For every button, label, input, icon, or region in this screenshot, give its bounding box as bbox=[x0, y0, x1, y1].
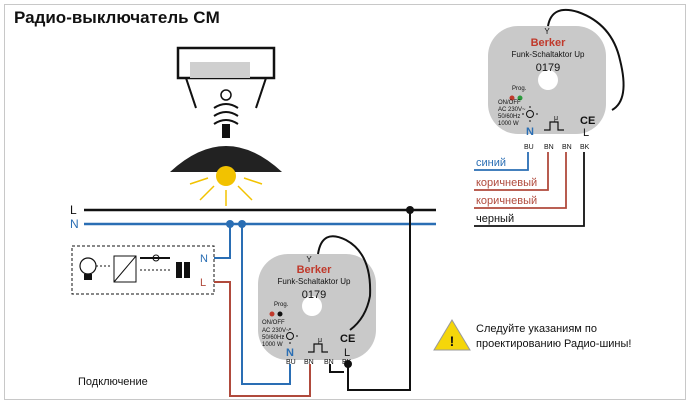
svg-text:Y: Y bbox=[544, 27, 550, 36]
svg-text:BK: BK bbox=[342, 359, 352, 366]
svg-text:Prog.: Prog. bbox=[512, 86, 527, 92]
svg-text:ON/OFF: ON/OFF bbox=[262, 320, 285, 326]
svg-text:L: L bbox=[344, 347, 350, 359]
brand-logo: Berker bbox=[297, 264, 333, 276]
ce-mark: CE bbox=[340, 333, 355, 345]
svg-text:μ: μ bbox=[554, 115, 558, 122]
relay-symbol bbox=[308, 343, 328, 353]
svg-text:BU: BU bbox=[524, 144, 534, 151]
svg-text:N: N bbox=[526, 126, 534, 138]
onoff-button[interactable] bbox=[277, 311, 283, 317]
warning-triangle-icon: ! bbox=[433, 319, 471, 351]
svg-text:BK: BK bbox=[580, 144, 590, 151]
line-l-label: L bbox=[70, 203, 77, 217]
svg-text:!: ! bbox=[450, 333, 455, 349]
brand-logo: Berker bbox=[531, 37, 567, 49]
svg-text:0179: 0179 bbox=[302, 289, 326, 301]
svg-text:ON/OFF: ON/OFF bbox=[498, 100, 521, 106]
caption: Подключение bbox=[78, 376, 148, 388]
line-n-label: N bbox=[70, 217, 79, 231]
svg-text:BN: BN bbox=[544, 144, 554, 151]
svg-text:Funk-Schaltaktor Up: Funk-Schaltaktor Up bbox=[512, 50, 585, 59]
svg-text:BN: BN bbox=[562, 144, 572, 151]
svg-text:Funk-Schaltaktor Up: Funk-Schaltaktor Up bbox=[278, 277, 351, 286]
svg-text:N: N bbox=[286, 347, 294, 359]
halogen-icon bbox=[140, 254, 170, 262]
svg-text:Prog.: Prog. bbox=[274, 302, 289, 308]
wire-label-black: черный bbox=[476, 213, 514, 225]
wire-label-brown-1: коричневый bbox=[476, 177, 537, 189]
prog-led bbox=[269, 311, 275, 317]
notice-line-1: Следуйте указаниям по bbox=[476, 323, 597, 335]
load-block: N L bbox=[71, 245, 215, 295]
svg-text:50/60Hz: 50/60Hz bbox=[498, 114, 520, 120]
actuator-module-top: Y Berker Funk-Schaltaktor Up 0179 Prog. … bbox=[488, 8, 625, 151]
svg-text:1000 W: 1000 W bbox=[262, 342, 283, 348]
notice-text: Следуйте указаниям по проектированию Рад… bbox=[476, 322, 656, 352]
svg-text:BN: BN bbox=[324, 359, 334, 366]
coil-icon bbox=[176, 262, 190, 278]
relay-symbol bbox=[544, 121, 564, 131]
svg-text:BN: BN bbox=[304, 359, 314, 366]
svg-text:50/60Hz: 50/60Hz bbox=[262, 335, 284, 341]
bulb-icon bbox=[79, 257, 97, 280]
svg-text:AC 230V~: AC 230V~ bbox=[498, 107, 526, 113]
wire-label-blue: синий bbox=[476, 157, 506, 169]
diagram-frame bbox=[4, 4, 686, 400]
sun-icon bbox=[282, 328, 298, 344]
wire-label-brown-2: коричневый bbox=[476, 195, 537, 207]
sun-icon bbox=[522, 106, 538, 122]
load-l-label: L bbox=[200, 277, 206, 289]
prog-led bbox=[509, 95, 515, 101]
svg-text:μ: μ bbox=[318, 337, 322, 344]
svg-text:0179: 0179 bbox=[536, 62, 560, 74]
svg-text:BU: BU bbox=[286, 359, 296, 366]
notice-line-2: проектированию Радио-шины! bbox=[476, 338, 632, 350]
transformer-icon bbox=[113, 255, 137, 283]
svg-text:1000 W: 1000 W bbox=[498, 121, 519, 127]
svg-text:Y: Y bbox=[306, 255, 312, 264]
actuator-module-bottom: Y Berker Funk-Schaltaktor Up 0179 Prog. … bbox=[258, 235, 376, 366]
ceiling-lamp-icon bbox=[170, 46, 282, 206]
page-title: Радио-выключатель CM bbox=[14, 8, 220, 27]
ce-mark: CE bbox=[580, 115, 595, 127]
svg-text:AC 230V~: AC 230V~ bbox=[262, 328, 290, 334]
load-n-label: N bbox=[200, 253, 208, 265]
svg-text:L: L bbox=[583, 127, 589, 139]
